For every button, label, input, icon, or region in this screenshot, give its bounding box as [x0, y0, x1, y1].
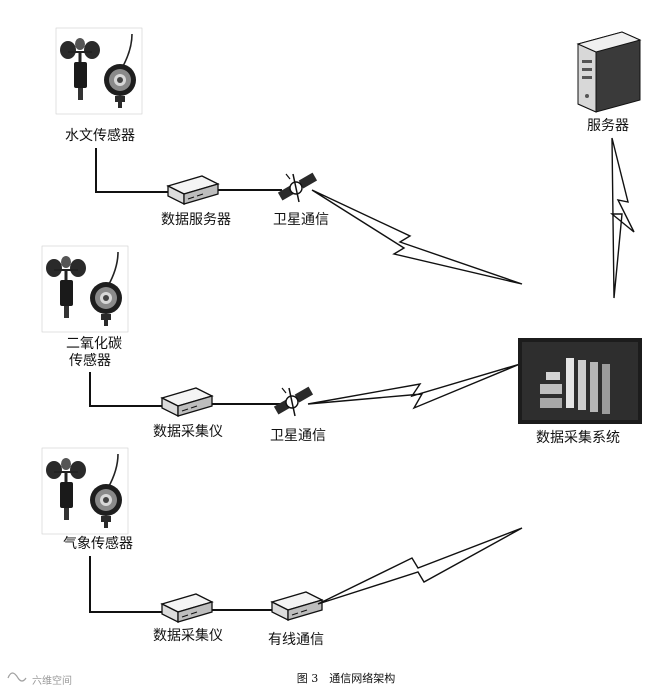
lightning-link-satellite-2	[307, 363, 521, 410]
server-label: 服务器	[587, 118, 629, 134]
data-collector-2-icon	[161, 593, 213, 623]
data-server-router-icon	[167, 175, 219, 205]
data-collector-1-label: 数据采集仪	[153, 423, 223, 440]
data-collector-2-label: 数据采集仪	[153, 627, 223, 644]
wired-comm-icon	[271, 591, 323, 621]
sensor-pair-icon-co2	[40, 244, 130, 334]
data-collector-1-icon	[161, 387, 213, 417]
server-rack-icon	[518, 338, 642, 424]
watermark-logo: 六维空间	[7, 672, 72, 687]
data-server-label: 数据服务器	[161, 212, 231, 228]
co2-sensor-label-line1: 二氧化碳	[66, 336, 122, 352]
lightning-link-wired	[317, 527, 523, 605]
server-tower-icon	[576, 31, 642, 113]
satellite-2-label: 卫星通信	[270, 428, 326, 444]
satellite-1-label: 卫星通信	[273, 212, 329, 228]
wire-co2-to-collector	[89, 372, 164, 407]
watermark-text: 六维空间	[32, 674, 72, 687]
hydro-sensor-label: 水文传感器	[65, 127, 135, 144]
wire-hydro-to-server	[95, 148, 172, 193]
lightning-link-server	[610, 137, 635, 299]
sensor-pair-icon-hydro	[54, 26, 144, 116]
acquisition-system-label: 数据采集系统	[536, 429, 620, 446]
wired-label: 有线通信	[268, 632, 324, 648]
co2-sensor-label-line2: 传感器	[69, 352, 111, 369]
satellite-icon-1	[277, 171, 318, 203]
figure-caption: 图 3 通信网络架构	[297, 671, 396, 685]
lightning-link-satellite-1	[311, 189, 523, 285]
wire-weather-to-collector	[89, 556, 164, 613]
satellite-icon-2	[273, 385, 314, 417]
sensor-pair-icon-weather	[40, 446, 130, 536]
weather-sensor-label: 气象传感器	[63, 535, 133, 552]
